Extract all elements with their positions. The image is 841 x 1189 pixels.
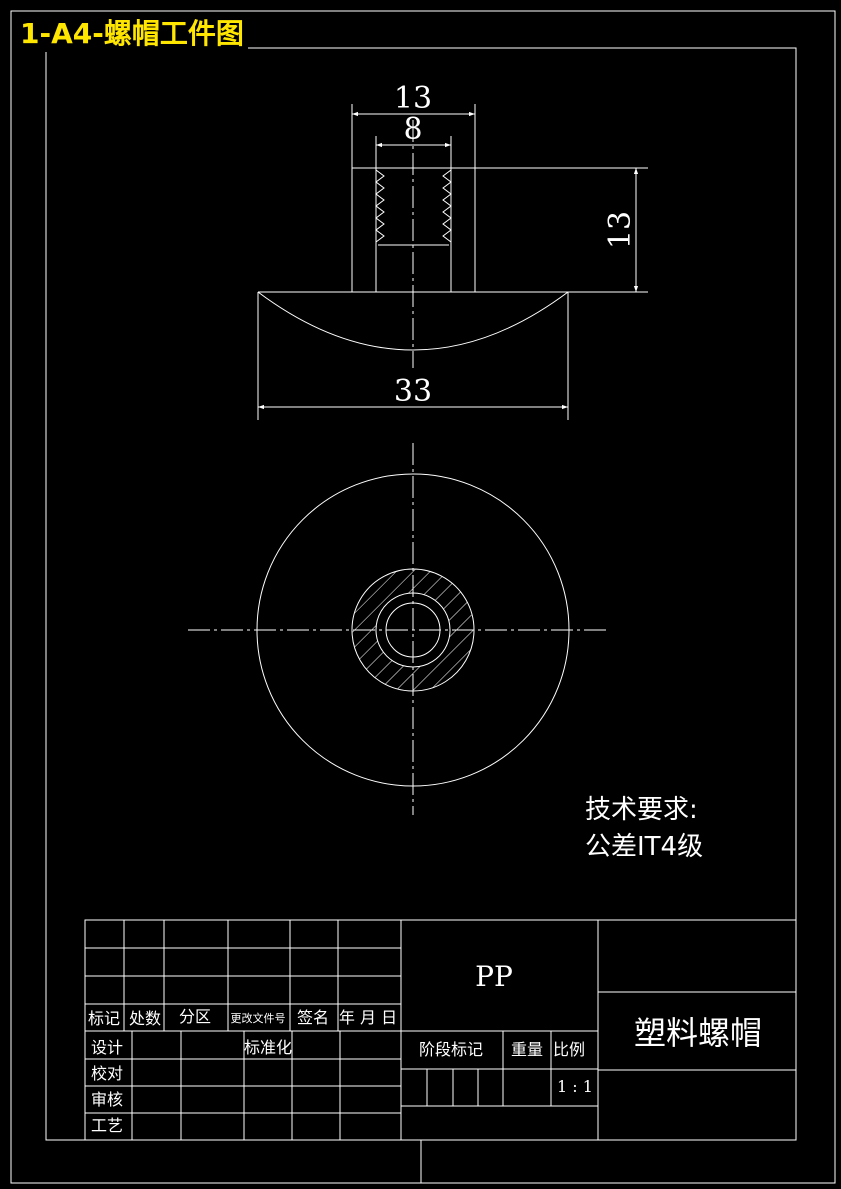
dim-inner-width: 8 xyxy=(403,112,422,147)
outer-frame xyxy=(10,10,836,1184)
dim-height: 13 xyxy=(603,211,638,249)
top-view xyxy=(188,443,606,815)
tech-req-line1: 公差IT4级 xyxy=(585,832,703,862)
tech-req-heading: 技术要求: xyxy=(585,795,698,825)
hdr-date: 年 月 日 xyxy=(339,1008,397,1027)
hdr-mark: 标记 xyxy=(88,1009,120,1028)
part-name: 塑料螺帽 xyxy=(634,1014,762,1052)
base-circle xyxy=(256,473,570,787)
dim-base-width: 33 xyxy=(394,374,432,409)
title-block: 标记 处数 分区 更改文件号 签名 年 月 日 设计 标准化 校对 审核 工艺 … xyxy=(84,919,797,1141)
base-arc xyxy=(257,291,569,351)
hdr-count: 处数 xyxy=(129,1009,161,1028)
hdr-signature: 签名 xyxy=(297,1008,329,1027)
stage-mark-label: 阶段标记 xyxy=(419,1040,483,1059)
weight-label: 重量 xyxy=(511,1040,543,1059)
hatched-ring xyxy=(351,568,475,692)
hdr-change-doc: 更改文件号 xyxy=(231,1011,286,1025)
front-view: 13 8 13 33 xyxy=(257,81,648,420)
material: PP xyxy=(475,960,513,993)
dim-outer-width: 13 xyxy=(394,81,432,116)
role-design: 设计 xyxy=(91,1038,123,1057)
role-process: 工艺 xyxy=(91,1116,123,1135)
role-review: 审核 xyxy=(91,1090,123,1109)
scale-label: 比例 xyxy=(553,1040,585,1059)
role-check: 校对 xyxy=(91,1064,123,1083)
thread-right xyxy=(442,169,452,243)
thread-left xyxy=(375,169,385,243)
role-standardize: 标准化 xyxy=(244,1038,292,1057)
bore-circle xyxy=(385,602,441,658)
drawing-title: 1-A4-螺帽工件图 xyxy=(16,16,248,52)
scale-value: 1 : 1 xyxy=(557,1077,593,1096)
hdr-zone: 分区 xyxy=(179,1007,211,1026)
